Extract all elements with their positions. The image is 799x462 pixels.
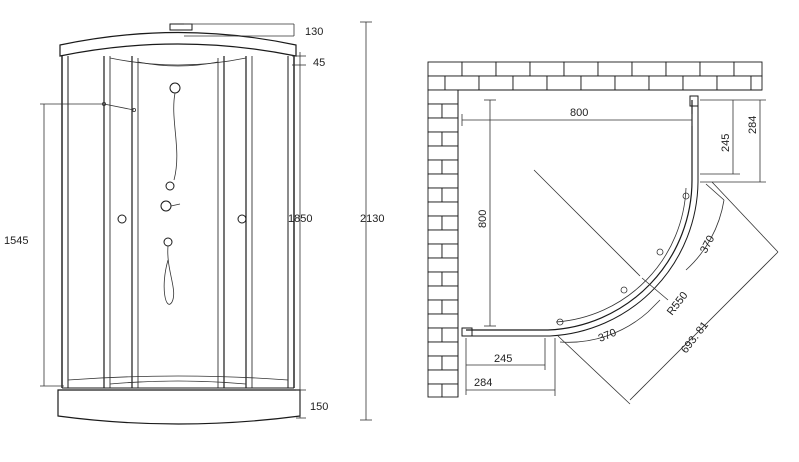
brick — [427, 369, 459, 385]
brick — [427, 89, 459, 105]
brick — [441, 299, 459, 315]
brick-wall-left — [427, 89, 459, 398]
brick — [750, 75, 763, 91]
dim-top-offset: 45 — [313, 57, 325, 69]
dim-total-height: 2130 — [360, 213, 384, 225]
brick — [427, 75, 446, 91]
brick — [427, 355, 443, 371]
brick — [563, 61, 599, 77]
brick — [427, 243, 443, 259]
shower-tray — [57, 389, 301, 425]
brick — [665, 61, 701, 77]
brick — [478, 75, 514, 91]
plan-view: 800 800 245 284 245 284 370 370 R550 693… — [427, 61, 779, 405]
cabin-roof — [59, 23, 297, 57]
mixer-knob-icon — [160, 200, 172, 212]
dim-diagonal: 693. 81 — [679, 320, 711, 356]
brick — [461, 61, 497, 77]
dim-door-right: 370 — [698, 234, 717, 256]
brick — [648, 75, 684, 91]
brick — [733, 61, 763, 77]
dim-bottom-side-outer: 284 — [474, 377, 492, 389]
brick — [427, 285, 459, 301]
brick — [441, 355, 459, 371]
dim-right-side-outer: 284 — [747, 116, 759, 134]
dim-door-bottom: 370 — [597, 327, 619, 345]
brick — [427, 383, 443, 398]
brick — [441, 215, 459, 231]
front-view: 130 45 1545 1850 2130 150 — [4, 21, 384, 425]
dim-shower-height: 1545 — [4, 235, 28, 247]
brick — [427, 173, 459, 189]
brick — [529, 61, 565, 77]
brick — [441, 243, 459, 259]
roller-icon — [620, 286, 628, 294]
front-dimension-lines — [40, 21, 372, 421]
dim-top-cap: 130 — [305, 26, 323, 38]
brick — [682, 75, 718, 91]
brick — [427, 61, 463, 77]
brick — [427, 131, 443, 147]
brick — [427, 201, 459, 217]
brick — [444, 75, 480, 91]
brick — [716, 75, 752, 91]
roller-icon — [556, 318, 564, 326]
brick — [427, 341, 459, 357]
brick — [441, 159, 459, 175]
brick — [427, 257, 459, 273]
dim-depth: 800 — [477, 210, 489, 228]
shower-head-icon — [169, 82, 181, 94]
brick — [427, 327, 443, 343]
plan-interior — [457, 89, 762, 397]
brick — [580, 75, 616, 91]
roller-icon — [656, 248, 664, 256]
brick-wall-top — [427, 61, 763, 91]
dim-right-side-inner: 245 — [720, 134, 732, 152]
brick — [597, 61, 633, 77]
brick — [427, 215, 443, 231]
door-handle-left-icon — [117, 214, 127, 224]
brick — [427, 103, 443, 119]
brick — [495, 61, 531, 77]
brick — [512, 75, 548, 91]
door-handle-right-icon — [237, 214, 247, 224]
brick — [631, 61, 667, 77]
hand-shower-icon — [163, 237, 173, 247]
brick — [441, 103, 459, 119]
brick — [427, 229, 459, 245]
brick — [441, 131, 459, 147]
brick — [427, 187, 443, 203]
brick — [441, 271, 459, 287]
cabin-frame — [61, 56, 295, 389]
brick — [441, 327, 459, 343]
brick — [546, 75, 582, 91]
brick — [427, 159, 443, 175]
plan-dimension-lines — [461, 99, 779, 405]
brick — [427, 145, 459, 161]
brick — [614, 75, 650, 91]
dim-tray-height: 150 — [310, 401, 328, 413]
brick — [441, 383, 459, 398]
dim-bottom-side-inner: 245 — [494, 353, 512, 365]
massage-jet-icon — [165, 181, 175, 191]
shower-fittings — [117, 82, 247, 305]
brick — [427, 313, 459, 329]
dim-radius: R550 — [665, 290, 691, 318]
brick — [441, 187, 459, 203]
brick — [427, 117, 459, 133]
roller-icon — [682, 192, 690, 200]
brick — [427, 299, 443, 315]
dim-glass-height: 1850 — [288, 213, 312, 225]
dim-width: 800 — [570, 107, 588, 119]
brick — [699, 61, 735, 77]
brick — [427, 271, 443, 287]
